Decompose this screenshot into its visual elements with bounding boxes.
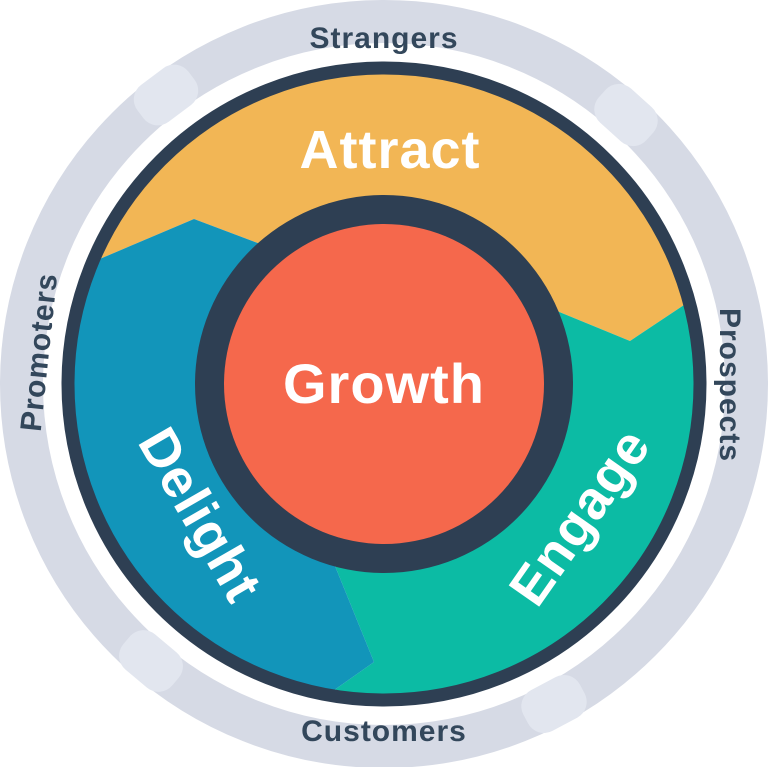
segment-delight bbox=[70, 219, 375, 693]
label-customers: Customers bbox=[301, 715, 467, 748]
ring-notch bbox=[594, 83, 658, 147]
growth-circle bbox=[224, 224, 544, 544]
label-strangers: Strangers bbox=[309, 22, 458, 55]
label-prospects: Prospects bbox=[713, 308, 746, 462]
attract-label: Attract bbox=[299, 120, 480, 180]
ring-notch bbox=[119, 630, 183, 692]
segment-engage bbox=[330, 303, 698, 698]
ring-notch bbox=[521, 675, 587, 733]
ring-notch bbox=[133, 64, 199, 126]
wheel-outline bbox=[61, 61, 707, 707]
segment-attract bbox=[95, 70, 687, 342]
growth-label: Growth bbox=[283, 352, 485, 415]
